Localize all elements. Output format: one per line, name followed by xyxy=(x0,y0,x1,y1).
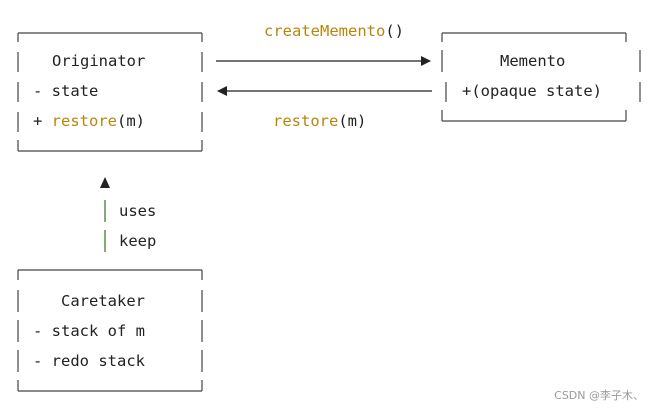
uses-label: uses xyxy=(119,202,157,220)
originator-title: Originator xyxy=(52,52,146,70)
memento-title: Memento xyxy=(500,52,566,70)
originator-box xyxy=(17,32,203,152)
keep-label: keep xyxy=(119,232,157,250)
caretaker-box xyxy=(17,269,203,392)
create-memento-args: () xyxy=(385,22,404,40)
originator-restore-line: + restore(m) xyxy=(33,112,145,130)
originator-state-line: - state xyxy=(33,82,98,100)
originator-state-prefix: - xyxy=(33,82,52,100)
originator-restore-method: restore xyxy=(51,112,117,130)
originator-state-text: state xyxy=(51,82,99,100)
create-memento-label: createMemento() xyxy=(264,22,404,40)
restore-label: restore(m) xyxy=(273,112,366,130)
up-arrowhead xyxy=(100,177,110,188)
watermark: CSDN @李子木、 xyxy=(554,389,644,402)
originator-restore-prefix: + xyxy=(33,112,52,130)
memento-state-line: +(opaque state) xyxy=(462,82,602,100)
caretaker-stack-line: - stack of m xyxy=(33,322,145,340)
restore-label-args: (m) xyxy=(338,112,367,130)
restore-label-method: restore xyxy=(273,112,339,130)
memento-box xyxy=(441,32,641,122)
caretaker-redo-line: - redo stack xyxy=(33,352,145,370)
originator-restore-args: (m) xyxy=(117,112,145,130)
caretaker-title: Caretaker xyxy=(61,292,145,310)
create-memento-method: createMemento xyxy=(264,22,386,40)
